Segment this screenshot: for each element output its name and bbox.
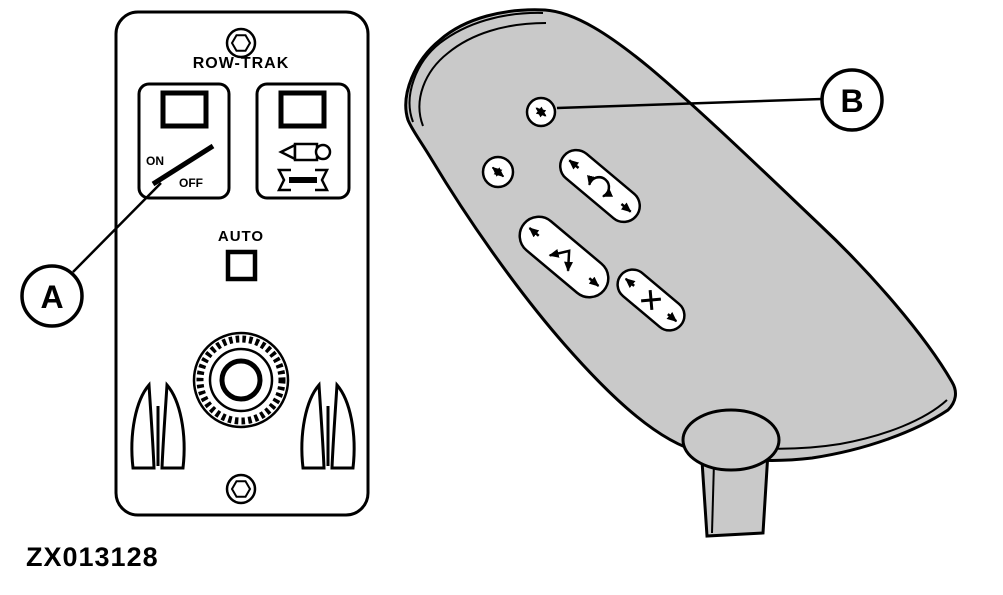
auto-label: AUTO [218, 228, 264, 245]
on-label: ON [146, 154, 164, 168]
top-round-arrow-button [525, 96, 557, 128]
shaft-contour-line [711, 461, 715, 534]
handle-edge-contour [418, 22, 547, 127]
panel-title: ROW-TRAK [193, 55, 290, 72]
hex-bolt-icon [225, 473, 257, 505]
callout-a: A [20, 182, 162, 328]
callout-b-circle [820, 68, 884, 132]
left-round-arrow-button [481, 155, 515, 189]
joystick-lever [404, 8, 957, 538]
shaft-boss [681, 408, 781, 472]
on-off-rocker-switch: ON OFF [137, 82, 231, 200]
rocker-top-pad [278, 90, 327, 129]
auto-square-button [225, 249, 258, 282]
on-off-slash [151, 143, 215, 187]
callout-a-label: A [40, 279, 63, 315]
figure-code: ZX013128 [26, 542, 159, 572]
callout-b-leader-line [556, 97, 823, 110]
off-label: OFF [179, 176, 203, 190]
callout-b-label: B [840, 83, 863, 119]
rocker-top-pad [160, 90, 209, 129]
rotate-arrows-button [559, 148, 641, 224]
handle-edge-contour [408, 11, 544, 123]
spray-gun-icon [278, 142, 332, 162]
wrench-icon [276, 168, 330, 192]
row-trak-control-panel: ROW-TRAK ON OFF AUTO [114, 10, 370, 517]
diagonal-arrows-button [518, 215, 610, 299]
service-rocker-switch [255, 82, 351, 200]
cross-arrows-button [616, 268, 686, 332]
callout-b: B [556, 68, 884, 132]
callout-a-circle [20, 264, 84, 328]
callout-a-leader-line [72, 182, 162, 273]
knurled-knob-icon [192, 331, 290, 429]
hex-bolt-icon [225, 27, 257, 59]
